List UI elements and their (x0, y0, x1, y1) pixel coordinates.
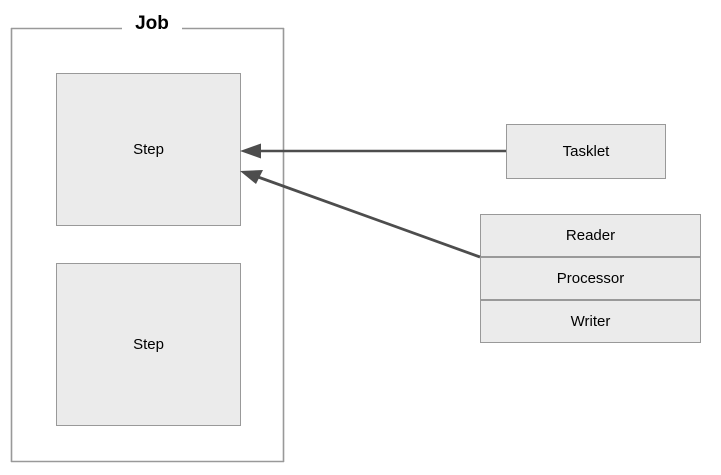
tasklet-box[interactable]: Tasklet (506, 124, 666, 179)
chunk-stack: Reader Processor Writer (480, 214, 701, 344)
processor-box[interactable]: Processor (480, 257, 701, 301)
arrow-chunk-to-step (240, 170, 481, 259)
writer-box[interactable]: Writer (480, 300, 701, 344)
tasklet-label: Tasklet (562, 143, 610, 160)
step-box[interactable]: Step (56, 263, 241, 426)
step-box[interactable]: Step (56, 73, 241, 226)
job-title: Job (135, 13, 169, 34)
processor-label: Processor (556, 270, 625, 288)
step-label: Step (133, 141, 164, 158)
reader-label: Reader (565, 227, 616, 245)
arrow-tasklet-to-step (240, 143, 506, 159)
writer-label: Writer (570, 313, 611, 331)
step-label: Step (133, 336, 164, 353)
reader-box[interactable]: Reader (480, 214, 701, 258)
